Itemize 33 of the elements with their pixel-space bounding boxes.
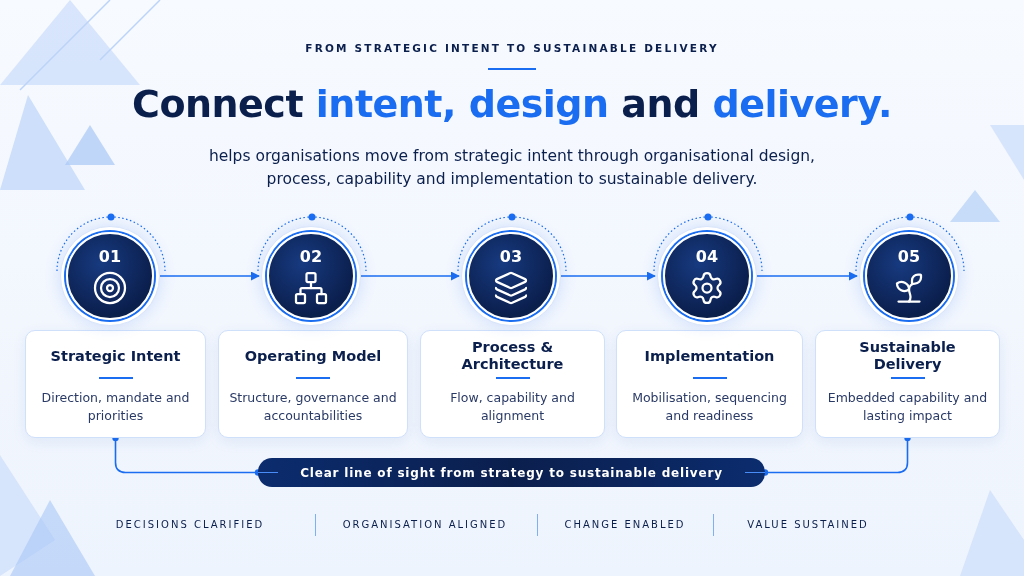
- outcome-label: CHANGE ENABLED: [564, 519, 686, 530]
- arrow: [360, 271, 460, 281]
- arrow: [756, 271, 858, 281]
- banner-text: Clear line of sight from strategy to sustainable delivery: [300, 465, 723, 480]
- step-description: Direction, mandate and priorities: [40, 389, 191, 425]
- arrow: [560, 271, 656, 281]
- step-description: Embedded capability and lasting impact: [826, 389, 989, 425]
- step-description: Flow, capability and alignment: [449, 389, 576, 425]
- step-number: 05: [897, 246, 921, 266]
- outcome-label: ORGANISATION ALIGNED: [342, 519, 508, 530]
- arrow: [159, 271, 260, 281]
- step-card: [616, 330, 803, 438]
- step-description: Structure, governance and accountabilities: [228, 389, 398, 425]
- step-title: Sustainable Delivery: [858, 339, 957, 373]
- summary-banner: [258, 458, 765, 487]
- outcome-label: DECISIONS CLARIFIED: [115, 519, 265, 530]
- step-card: [815, 330, 1000, 438]
- step-title: Operating Model: [244, 346, 382, 366]
- step-card: [218, 330, 408, 438]
- step-description: Mobilisation, sequencing and readiness: [631, 389, 788, 425]
- step-number: 01: [98, 246, 122, 266]
- step-title: Process & Architecture: [460, 339, 565, 373]
- step-number: 02: [299, 246, 323, 266]
- page-title: Connect intent, design and delivery.: [131, 82, 893, 126]
- step-number: 04: [695, 246, 719, 266]
- step-card: [25, 330, 206, 438]
- step-card: [420, 330, 605, 438]
- kicker-text: FROM STRATEGIC INTENT TO SUSTAINABLE DELIVERY: [304, 42, 720, 54]
- subtitle: helps organisations move from strategic intent through organisational design, process, capability and implementation to sustainable delivery.: [207, 146, 817, 190]
- step-title: Strategic Intent: [50, 346, 181, 366]
- outcome-label: VALUE SUSTAINED: [747, 519, 869, 530]
- step-title: Implementation: [644, 346, 775, 366]
- step-number: 03: [499, 246, 523, 266]
